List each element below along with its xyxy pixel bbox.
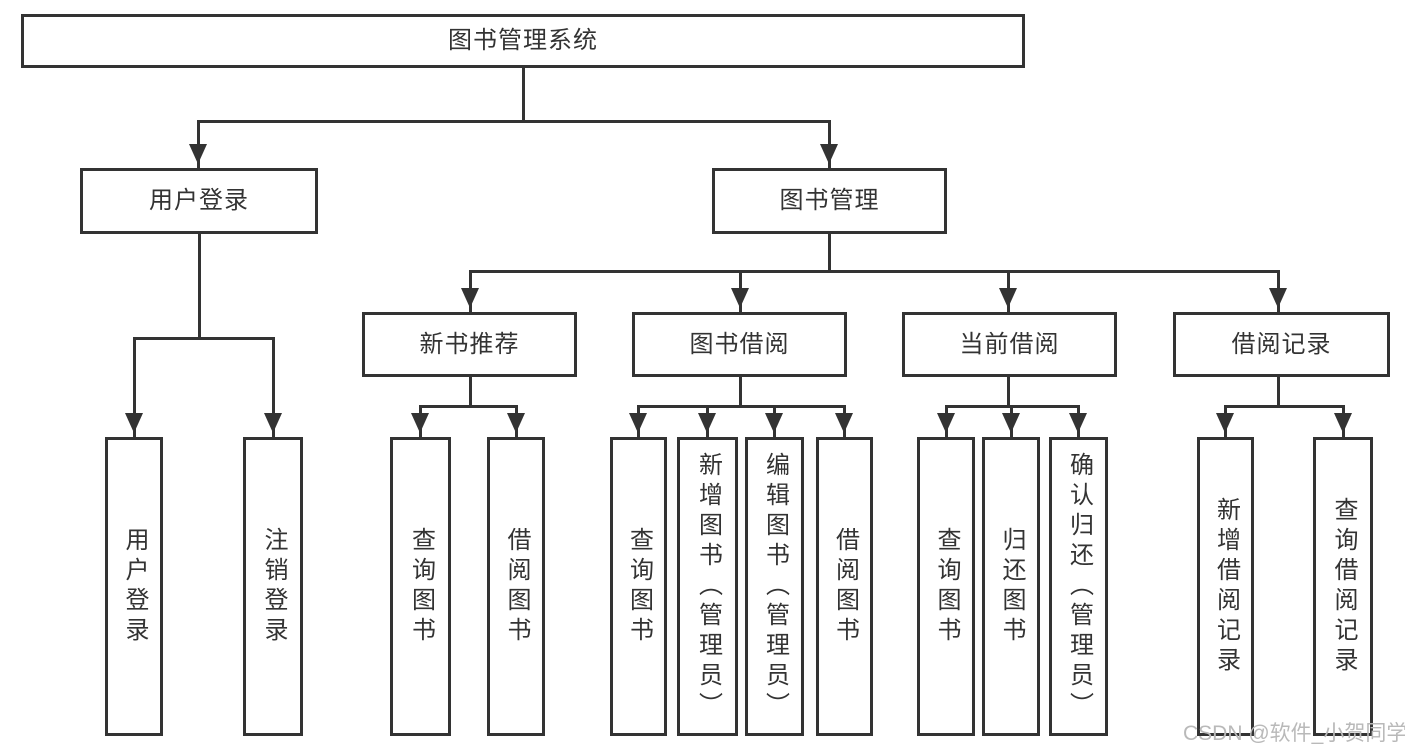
leaf-current-return-book: 归还图书 [982, 437, 1040, 736]
arrow-down-icon [264, 413, 282, 433]
node-book-borrow: 图书借阅 [632, 312, 847, 377]
leaf-borrow-borrow-book: 借阅图书 [816, 437, 873, 736]
arrow-down-icon [999, 288, 1017, 308]
watermark: CSDN @软件_小贺同学 [1183, 722, 1405, 745]
connector-line [1224, 405, 1345, 408]
connector-line [522, 68, 525, 123]
arrow-down-icon [1069, 413, 1087, 433]
arrow-down-icon [629, 413, 647, 433]
leaf-logout: 注销登录 [243, 437, 303, 736]
arrow-down-icon [125, 413, 143, 433]
node-new-book-recommend: 新书推荐 [362, 312, 577, 377]
arrow-down-icon [1002, 413, 1020, 433]
connector-line [1277, 377, 1280, 407]
leaf-current-confirm-return-admin: 确认归还（管理员） [1049, 437, 1108, 736]
leaf-borrow-query-book: 查询图书 [610, 437, 667, 736]
arrow-down-icon [411, 413, 429, 433]
leaf-current-query-book: 查询图书 [917, 437, 975, 736]
leaf-recommend-query-book: 查询图书 [390, 437, 451, 736]
connector-line [419, 405, 518, 408]
arrow-down-icon [835, 413, 853, 433]
arrow-down-icon [189, 144, 207, 164]
node-borrow-records: 借阅记录 [1173, 312, 1390, 377]
connector-line [198, 233, 201, 340]
connector-line [469, 270, 1279, 273]
arrow-down-icon [937, 413, 955, 433]
arrow-down-icon [698, 413, 716, 433]
connector-line [637, 405, 846, 408]
node-root: 图书管理系统 [21, 14, 1025, 68]
node-book-management: 图书管理 [712, 168, 947, 234]
leaf-borrow-edit-book-admin: 编辑图书（管理员） [745, 437, 804, 736]
arrow-down-icon [1334, 413, 1352, 433]
arrow-down-icon [1269, 288, 1287, 308]
connector-line [739, 377, 742, 407]
arrow-down-icon [820, 144, 838, 164]
connector-line [828, 234, 831, 273]
connector-line [272, 337, 275, 437]
arrow-down-icon [765, 413, 783, 433]
arrow-down-icon [461, 288, 479, 308]
leaf-records-add-record: 新增借阅记录 [1197, 437, 1254, 736]
arrow-down-icon [1216, 413, 1234, 433]
connector-line [133, 337, 136, 437]
connector-line [1007, 377, 1010, 407]
arrow-down-icon [507, 413, 525, 433]
arrow-down-icon [731, 288, 749, 308]
leaf-records-query-record: 查询借阅记录 [1313, 437, 1373, 736]
node-user-login: 用户登录 [80, 168, 318, 234]
leaf-recommend-borrow-book: 借阅图书 [487, 437, 545, 736]
node-current-borrow: 当前借阅 [902, 312, 1117, 377]
connector-line [197, 120, 831, 123]
connector-line [133, 337, 274, 340]
connector-line [469, 377, 472, 407]
leaf-user-login: 用户登录 [105, 437, 163, 736]
leaf-borrow-add-book-admin: 新增图书（管理员） [677, 437, 738, 736]
